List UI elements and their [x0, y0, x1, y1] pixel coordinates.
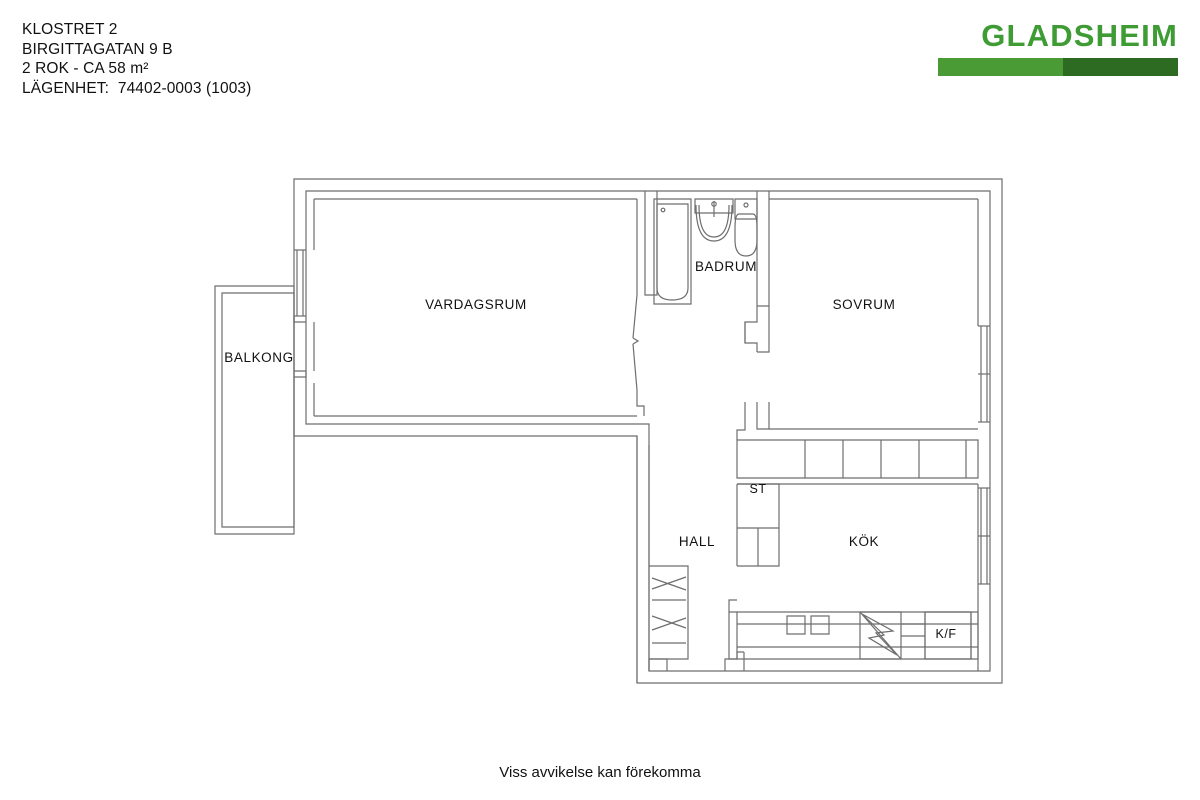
- kok-upper-cab-left-return: [736, 402, 746, 440]
- bathtub-drain: [660, 207, 666, 213]
- wardrobe-rail-2: [651, 576, 687, 590]
- apartment-id: LÄGENHET: 74402-0003 (1003): [22, 79, 252, 97]
- wardrobe-rail-4: [651, 615, 687, 629]
- washbasin-bowl-inner: [698, 204, 730, 238]
- company-logo: GLADSHEIM: [938, 18, 1178, 76]
- kok-sink-basin-2: [810, 615, 830, 635]
- logo-bar-right-segment: [1062, 58, 1178, 76]
- room-label-vardagsrum: VARDAGSRUM: [425, 297, 527, 312]
- floor-plan: BALKONG VARDAGSRUM BADRUM SOVRUM HALL ST…: [0, 100, 1200, 730]
- left-wall-jog-upper: [293, 316, 306, 323]
- disclaimer-text: Viss avvikelse kan förekomma: [499, 764, 701, 781]
- outer-wall-outline: [293, 178, 1003, 684]
- title-block: KLOSTRET 2 BIRGITTAGATAN 9 B 2 ROK - CA …: [22, 20, 251, 98]
- toilet-bowl: [734, 213, 758, 257]
- hall-entry-door-jamb-right: [724, 651, 744, 671]
- hall-entry-door-jamb-left: [648, 658, 668, 671]
- room-label-balkong: BALKONG: [224, 350, 293, 365]
- room-label-badrum: BADRUM: [695, 259, 757, 274]
- stove-bolt: [861, 613, 898, 656]
- vardagsrum-east-wall-step: [636, 390, 645, 416]
- street-address: BIRGITTAGATAN 9 B: [22, 40, 173, 58]
- washbasin-bowl-outer: [695, 204, 733, 242]
- logo-bar-left-segment: [938, 58, 1063, 76]
- vardagsrum-east-wall-angled-a: [632, 294, 638, 339]
- balcony-outline: [214, 285, 295, 535]
- sovrum-inner-west-jog: [757, 305, 770, 353]
- room-label-kf: K/F: [936, 627, 957, 641]
- vardagsrum-east-wall-angled-b: [632, 343, 638, 391]
- badrum-west-wall: [644, 191, 658, 296]
- sovrum-inner-west-lower: [756, 402, 770, 430]
- kok-sink-basin-1: [786, 615, 806, 635]
- kok-counter-left-return: [728, 611, 737, 660]
- washbasin-faucet-head: [711, 201, 717, 207]
- wardrobe-outline: [649, 565, 689, 660]
- toilet-flush-button: [743, 202, 749, 208]
- kok-counter-left-wall: [728, 599, 737, 612]
- room-label-st: ST: [750, 482, 767, 496]
- room-label-sovrum: SOVRUM: [833, 297, 896, 312]
- room-label-hall: HALL: [679, 534, 715, 549]
- left-wall-jog-lower: [294, 370, 307, 378]
- logo-wordmark: GLADSHEIM: [981, 18, 1178, 53]
- property-name: KLOSTRET 2: [22, 21, 118, 38]
- toilet-cistern: [734, 198, 758, 220]
- wardrobe-rail-5: [651, 617, 687, 631]
- outer-wall-inner-face: [305, 190, 991, 672]
- floor-plan-drawing: BALKONG VARDAGSRUM BADRUM SOVRUM HALL ST…: [214, 178, 1003, 684]
- wardrobe-rail-1: [651, 577, 687, 591]
- kok-upper-cabinet-run: [736, 439, 979, 479]
- room-label-kok: KÖK: [849, 534, 879, 549]
- washbasin-counter: [694, 198, 734, 214]
- apartment-size: 2 ROK - CA 58 m²: [22, 60, 149, 77]
- bathtub-outer: [653, 198, 692, 305]
- vardagsrum-east-wall-notch: [632, 337, 640, 345]
- logo-bar: [938, 58, 1178, 76]
- balcony-inner-outline: [221, 292, 295, 528]
- bathtub-basin: [656, 203, 689, 301]
